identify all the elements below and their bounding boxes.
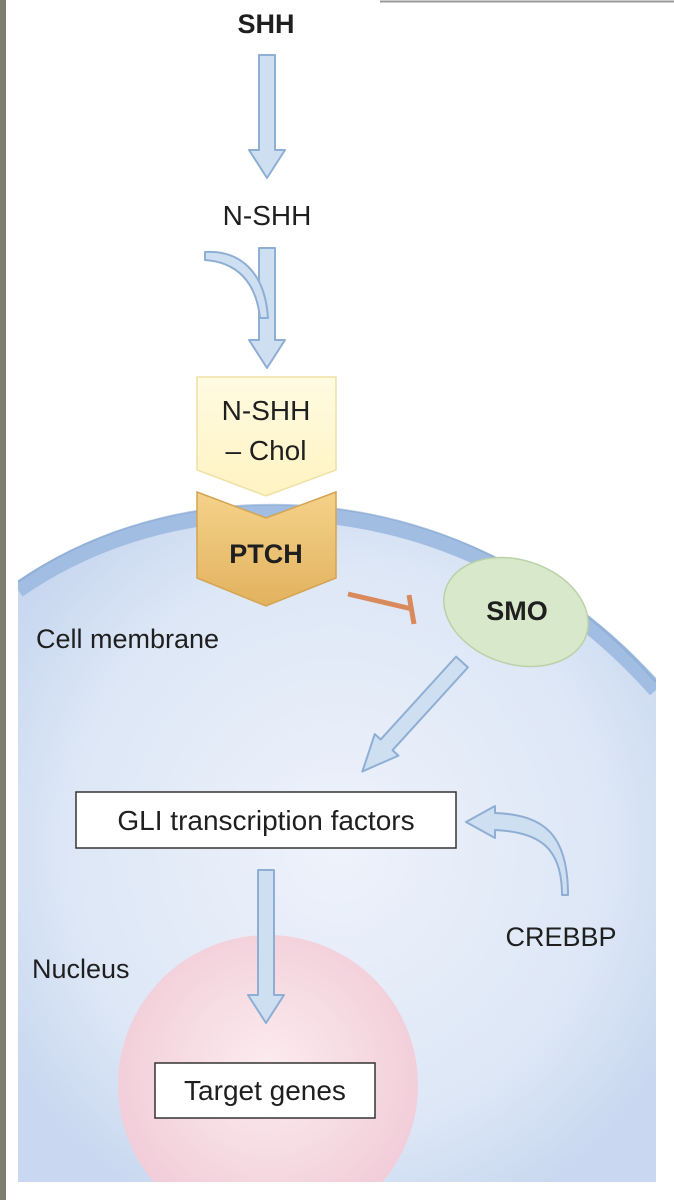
cholesterol-addition-arrow — [204, 250, 269, 319]
inhibition-bar — [406, 594, 417, 625]
arrow-smo-to-gli — [361, 655, 469, 773]
label-complex-line2: – Chol — [226, 435, 307, 466]
arrow-gli-to-target — [247, 869, 285, 1024]
label-crebbp: CREBBP — [505, 922, 616, 952]
nucleus — [118, 935, 418, 1182]
label-ptch: PTCH — [229, 539, 303, 569]
label-smo: SMO — [486, 596, 548, 626]
arrow-shh-to-nshh — [248, 54, 286, 179]
label-gli: GLI transcription factors — [117, 805, 414, 836]
label-complex-line1: N-SHH — [222, 395, 311, 426]
gli-box — [75, 791, 457, 849]
left-border — [0, 0, 6, 1200]
label-shh: SHH — [237, 9, 294, 39]
nshh-chol-complex — [196, 376, 337, 497]
ptch-receptor — [196, 490, 337, 607]
label-nshh: N-SHH — [223, 200, 312, 231]
smo-protein — [443, 556, 589, 668]
label-nucleus: Nucleus — [32, 954, 130, 984]
target-genes-box — [154, 1062, 376, 1119]
arrow-crebbp-to-gli — [465, 805, 569, 896]
label-target-genes: Target genes — [184, 1075, 346, 1106]
inhibition-line — [347, 591, 413, 612]
label-cell-membrane: Cell membrane — [36, 624, 219, 654]
